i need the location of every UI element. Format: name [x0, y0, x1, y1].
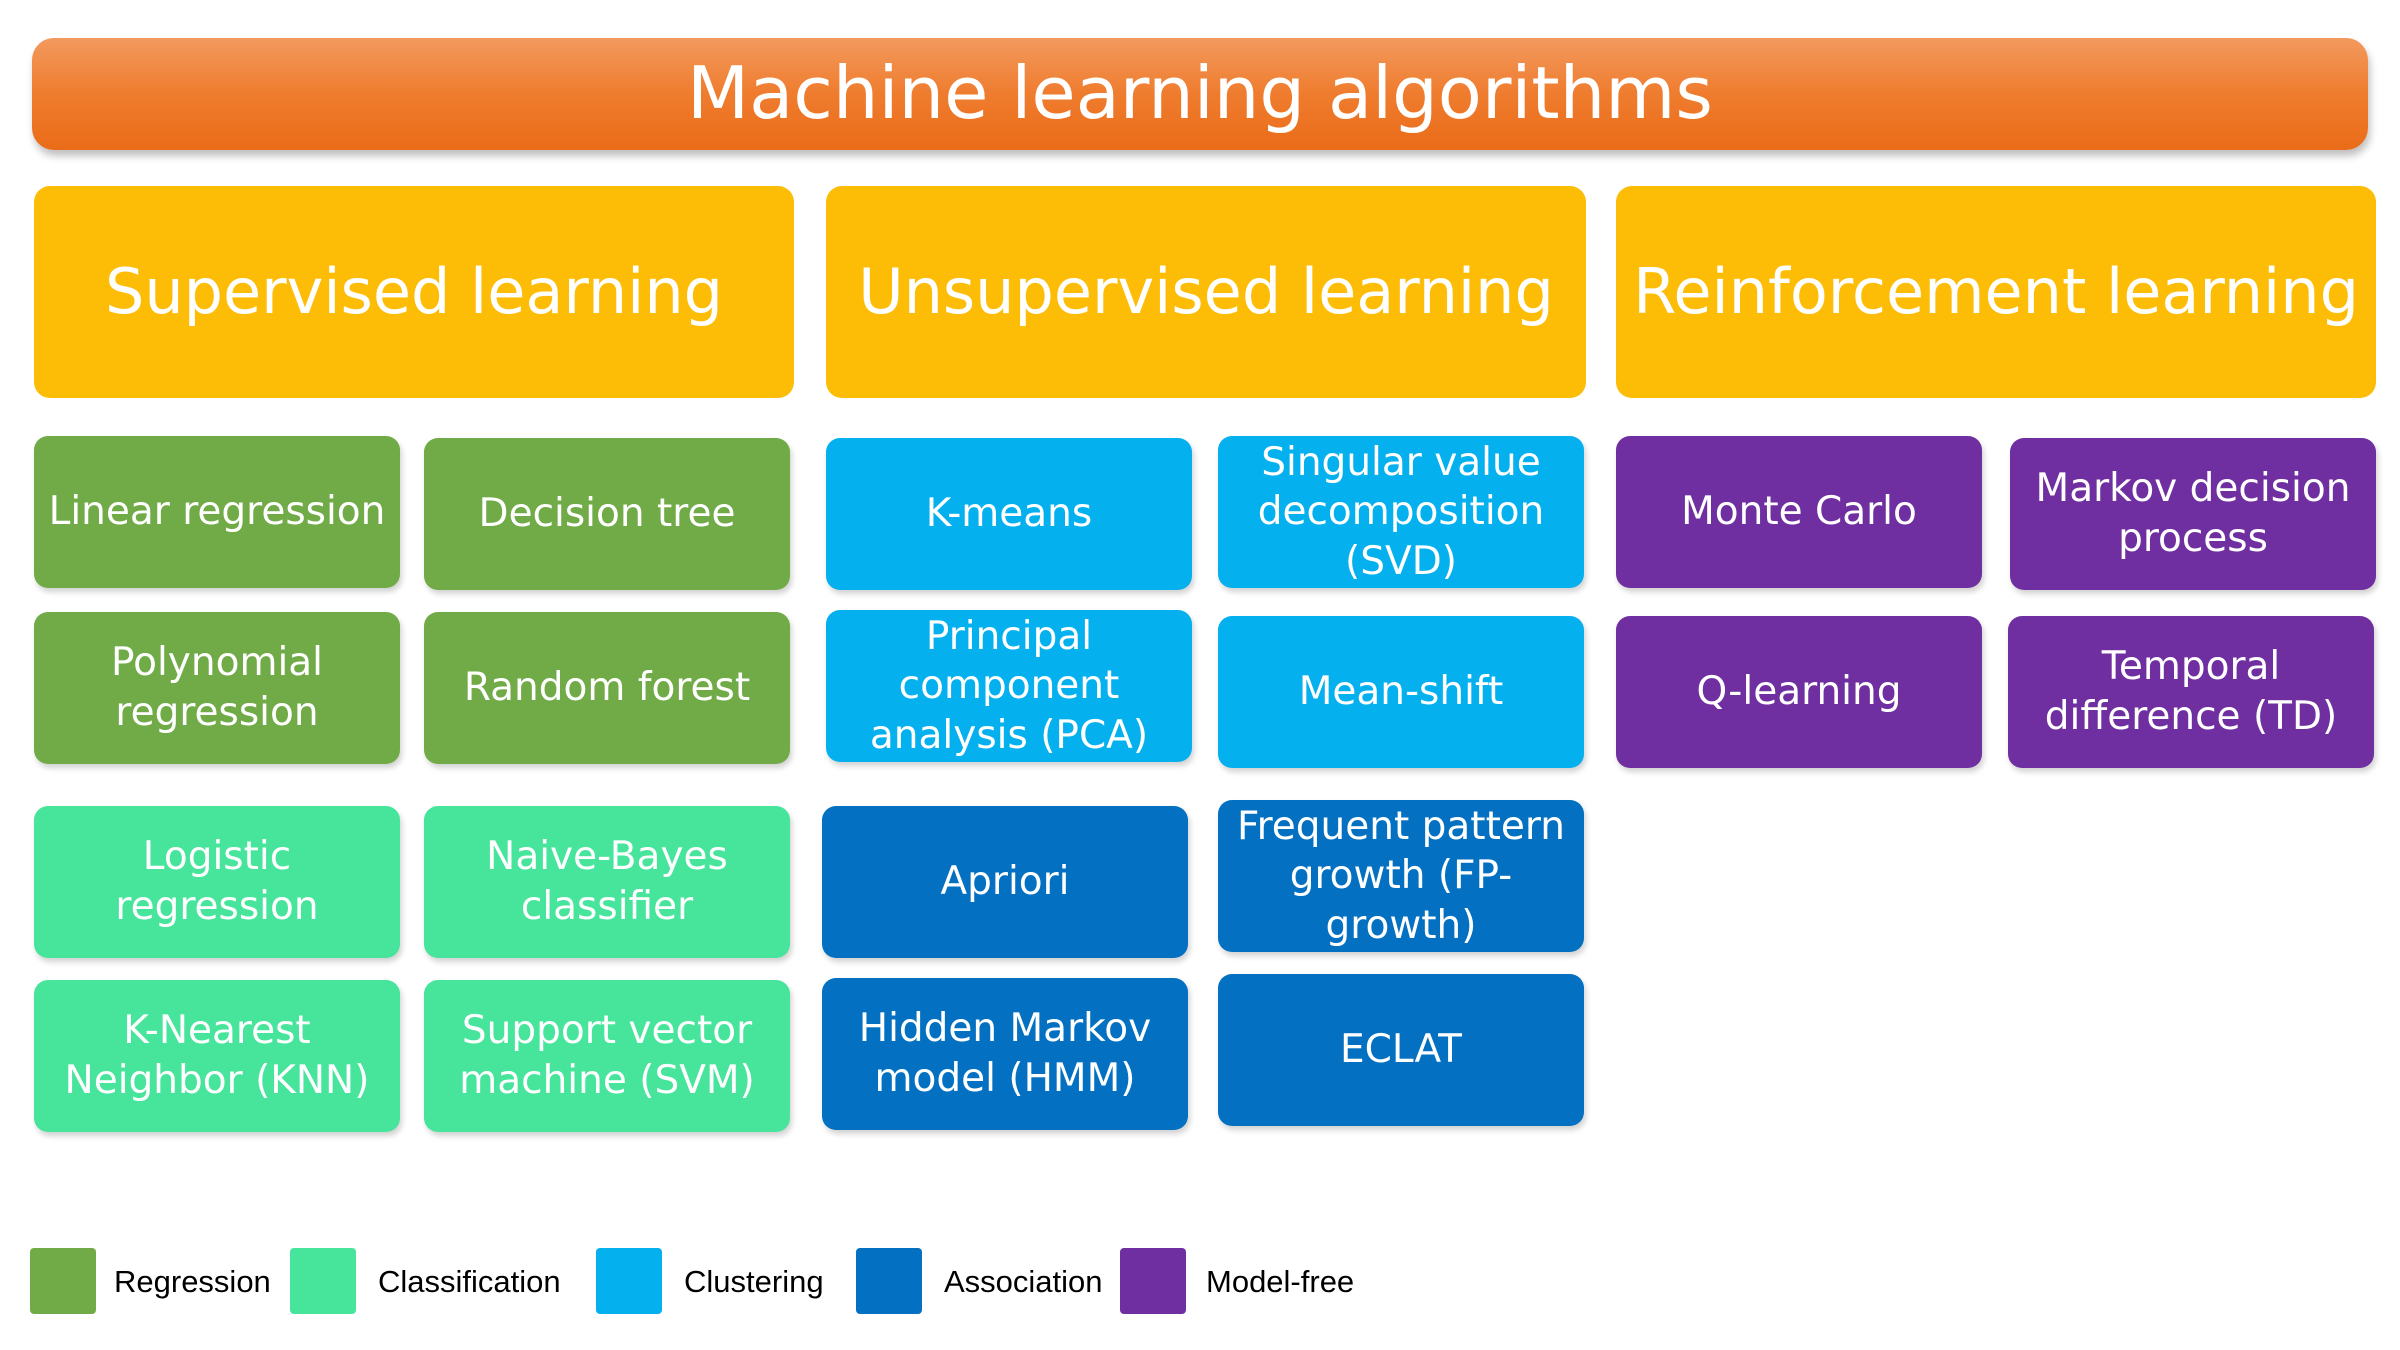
- algorithm-random-forest: Random forest: [424, 612, 790, 764]
- algorithm-q-learning: Q-learning: [1616, 616, 1982, 768]
- category-supervised-learning: Supervised learning: [34, 186, 794, 398]
- algorithm-markov-decision-process: Markov decision process: [2010, 438, 2376, 590]
- algorithm-fp-growth: Frequent pattern growth (FP-growth): [1218, 800, 1584, 952]
- algorithm-hmm: Hidden Markov model (HMM): [822, 978, 1188, 1130]
- legend-label-association: Association: [944, 1264, 1103, 1299]
- legend-label-clustering: Clustering: [684, 1264, 824, 1299]
- algorithm-linear-regression: Linear regression: [34, 436, 400, 588]
- legend-label-model-free: Model-free: [1206, 1264, 1355, 1299]
- legend-label-classification: Classification: [378, 1264, 561, 1299]
- algorithm-naive-bayes: Naive-Bayes classifier: [424, 806, 790, 958]
- algorithm-logistic-regression: Logistic regression: [34, 806, 400, 958]
- legend-swatch-classification: [290, 1248, 356, 1314]
- algorithm-svd: Singular value decomposition (SVD): [1218, 436, 1584, 588]
- category-unsupervised-learning: Unsupervised learning: [826, 186, 1586, 398]
- algorithm-monte-carlo: Monte Carlo: [1616, 436, 1982, 588]
- diagram-title: Machine learning algorithms: [32, 38, 2368, 150]
- legend-swatch-association: [856, 1248, 922, 1314]
- algorithm-k-means: K-means: [826, 438, 1192, 590]
- legend-swatch-regression: [30, 1248, 96, 1314]
- algorithm-apriori: Apriori: [822, 806, 1188, 958]
- algorithm-svm: Support vector machine (SVM): [424, 980, 790, 1132]
- algorithm-polynomial-regression: Polynomial regression: [34, 612, 400, 764]
- legend-swatch-clustering: [596, 1248, 662, 1314]
- algorithm-temporal-difference: Temporal difference (TD): [2008, 616, 2374, 768]
- algorithm-knn: K-Nearest Neighbor (KNN): [34, 980, 400, 1132]
- algorithm-eclat: ECLAT: [1218, 974, 1584, 1126]
- category-reinforcement-learning: Reinforcement learning: [1616, 186, 2376, 398]
- algorithm-pca: Principal component analysis (PCA): [826, 610, 1192, 762]
- legend-swatch-model-free: [1120, 1248, 1186, 1314]
- algorithm-mean-shift: Mean-shift: [1218, 616, 1584, 768]
- legend-label-regression: Regression: [114, 1264, 271, 1299]
- algorithm-decision-tree: Decision tree: [424, 438, 790, 590]
